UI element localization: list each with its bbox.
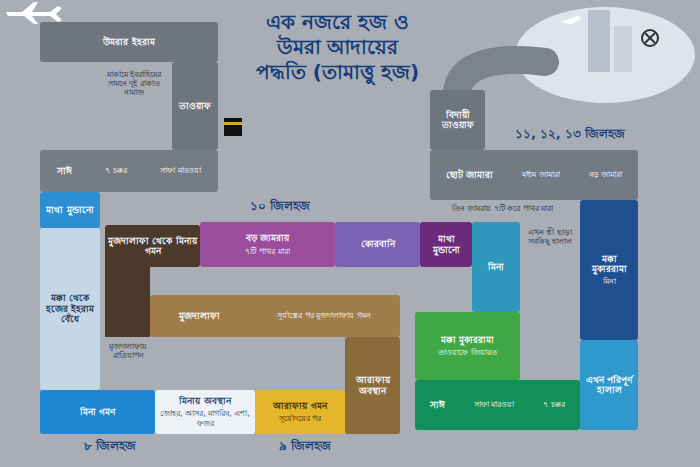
step-text: ৭টি পাথর মারা bbox=[245, 247, 289, 256]
step-text: মধ্যম জামারা bbox=[522, 170, 560, 179]
airport-building bbox=[614, 26, 632, 72]
step-band: তাওয়াফ bbox=[172, 62, 218, 150]
step-band: বিদায়ী তাওয়াফ bbox=[430, 90, 485, 150]
airport-tower bbox=[588, 10, 610, 72]
step-text: কোরবানি bbox=[361, 239, 395, 249]
step-text: সাফা মারওয়া bbox=[474, 400, 515, 409]
step-text: মাথা মুন্ডানো bbox=[423, 234, 469, 255]
road bbox=[105, 260, 150, 337]
step-text: আরাফায় গমন bbox=[273, 401, 326, 411]
step-band: আরাফায় অবস্থান bbox=[345, 337, 400, 434]
step-text: মিনা bbox=[488, 262, 504, 272]
step-band: মিনা গমণ bbox=[40, 390, 155, 434]
note-label: তিন জামরায় ৭টি করে পাথর মারা bbox=[430, 204, 575, 213]
step-text: মক্কা থেকে হজের ইহরাম বেঁধে bbox=[43, 293, 97, 324]
step-band: ছোট জামারা মধ্যম জামারা বড় জামারা bbox=[430, 150, 638, 200]
note-label: ১০ জিলহজ bbox=[230, 200, 330, 214]
step-text: সূর্যোদয়ের পর bbox=[279, 414, 322, 423]
step-text: ৭ চক্কর bbox=[543, 400, 565, 409]
note-label: এখন স্ত্রী ছাড়া সবকিছু হালাল bbox=[523, 228, 577, 246]
step-band: মাথা মুন্ডানো bbox=[40, 192, 100, 228]
step-text: বিদায়ী তাওয়াফ bbox=[433, 110, 482, 131]
step-band: সাঈ ৭ চক্কর সাফা মারওয়া bbox=[40, 150, 218, 192]
note-label: ১১, ১২, ১৩ জিলহজ bbox=[505, 128, 635, 142]
kaaba-icon bbox=[224, 122, 242, 125]
plane-icon bbox=[560, 16, 582, 26]
step-band: এখন পরিপূর্ণ হালাল bbox=[580, 340, 638, 430]
step-band: মাথা মুন্ডানো bbox=[420, 222, 472, 267]
step-text: সাফা মারওয়া bbox=[160, 166, 201, 175]
step-text: বড় জামারা bbox=[589, 170, 623, 179]
step-band: সাঈ সাফা মারওয়া ৭ চক্কর bbox=[415, 380, 580, 430]
plane-icon bbox=[22, 2, 38, 24]
step-text: আরাফায় অবস্থান bbox=[348, 375, 397, 396]
airport-mark bbox=[645, 33, 655, 43]
step-text: সাঈ bbox=[430, 400, 445, 410]
step-text: মুজদালাফা থেকে মিনায় গমন bbox=[108, 236, 197, 257]
step-text: তাওয়াফ bbox=[179, 101, 211, 111]
step-text: মক্কা মুকাররামা bbox=[441, 335, 494, 345]
note-label: ৯ জিলহজ bbox=[255, 440, 355, 454]
step-band: মিনা bbox=[472, 222, 520, 312]
step-text: মুজদালাফা bbox=[179, 311, 220, 321]
step-text: ছোট জামারা bbox=[446, 170, 493, 180]
step-band: বড় জামরায় ৭টি পাথর মারা bbox=[200, 222, 335, 267]
step-text: মাথা মুন্ডানো bbox=[46, 205, 93, 215]
step-band: কোরবানি bbox=[335, 222, 420, 267]
step-band: মুজদালাফা সূর্যাস্তের পর মুজদালাফায় গমন bbox=[150, 295, 400, 337]
step-band: মুজদালাফা থেকে মিনায় গমন bbox=[105, 225, 200, 267]
step-text: এখন পরিপূর্ণ হালাল bbox=[583, 375, 635, 396]
step-band: মক্কা থেকে হজের ইহরাম বেঁধে bbox=[40, 228, 100, 390]
step-text: মিনা গমণ bbox=[80, 407, 115, 417]
note-label: মাকামে ইবরাহিমের সামনে দুই রাকাত নামাজ bbox=[100, 70, 168, 98]
kaaba-icon bbox=[224, 118, 242, 136]
step-text: বড় জামরায় bbox=[246, 233, 289, 243]
step-band: মিনায় অবস্থান জোহর, আসর, মাগরিব, এশা, ফজ… bbox=[155, 390, 255, 434]
step-text: তাওয়াফে জিয়ারত bbox=[438, 348, 497, 357]
step-text: সূর্যাস্তের পর মুজদালাফায় গমন bbox=[277, 311, 371, 320]
step-text: মিনা bbox=[603, 277, 616, 286]
step-band: মক্কা মুকাররামা মিনা bbox=[580, 200, 638, 340]
airport-mark bbox=[642, 30, 658, 46]
step-text: মক্কা মুকাররামা bbox=[583, 254, 635, 275]
title: এক নজরে হজ ও উমরা আদায়ের পদ্ধতি (তামাত্… bbox=[250, 10, 425, 85]
step-band: আরাফায় গমন সূর্যোদয়ের পর bbox=[255, 390, 345, 434]
step-text: মিনায় অবস্থান bbox=[179, 396, 230, 406]
note-label: ৮ জিলহজ bbox=[60, 440, 160, 454]
step-text: জোহর, আসর, মাগরিব, এশা, ফজর bbox=[158, 409, 252, 427]
step-text: সাঈ bbox=[57, 166, 72, 176]
note-label: মুজদালাফায় রাত্রিযাপন bbox=[103, 342, 153, 360]
step-band: মক্কা মুকাররামা তাওয়াফে জিয়ারত bbox=[415, 312, 520, 380]
step-band: উমরার ইহরাম bbox=[40, 22, 218, 62]
step-text: উমরার ইহরাম bbox=[103, 37, 154, 47]
step-text: ৭ চক্কর bbox=[105, 166, 127, 175]
